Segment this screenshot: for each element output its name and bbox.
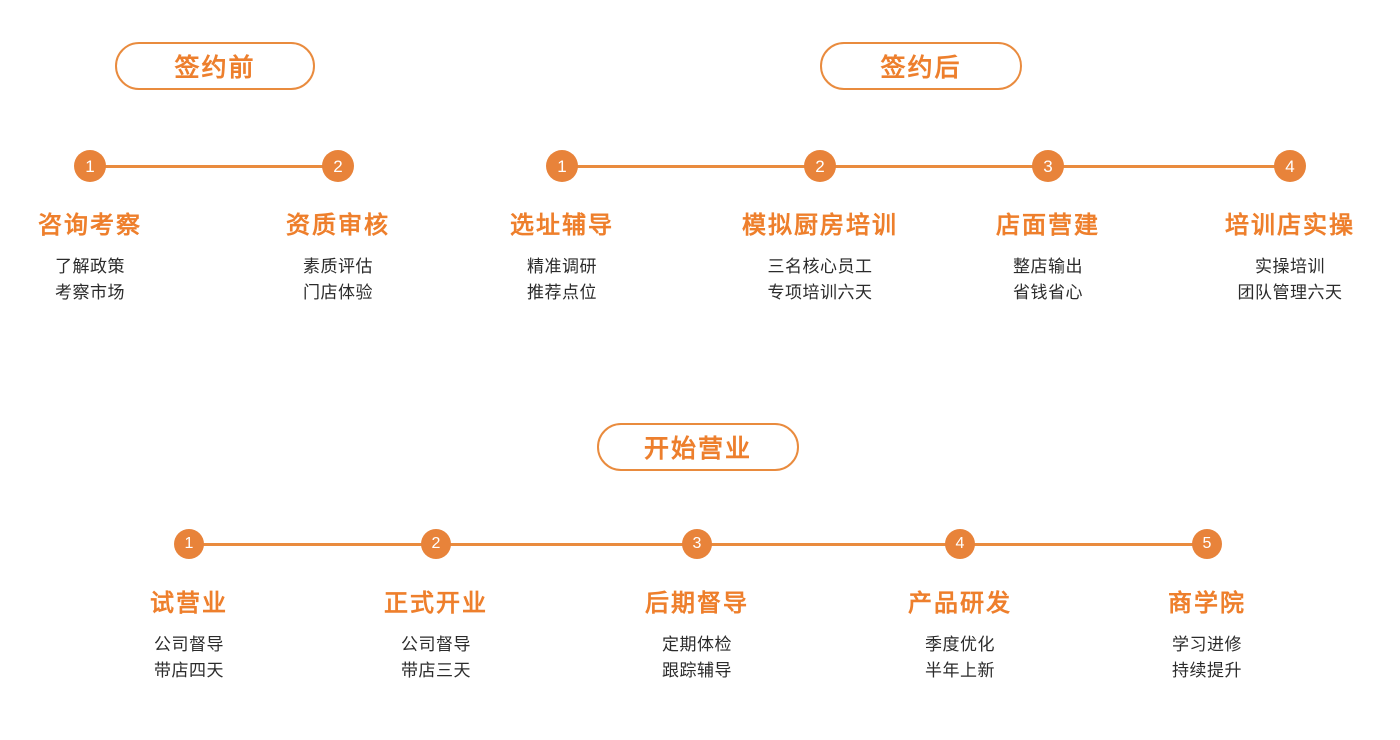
timeline-row-bottom: 1 2 3 4 5 试营业 公司督导 带店四天 正式开业 公司督导 带店三天 后… [0,518,1400,718]
step-description-line: 跟踪辅导 [662,661,732,681]
step-description-line: 素质评估 [303,256,373,276]
step-node-pre-1[interactable]: 1 [74,150,106,182]
step-description: 了解政策 考察市场 [38,254,142,307]
step-description-line: 门店体验 [303,283,373,303]
step-description-line: 团队管理六天 [1237,283,1343,303]
step-open-2: 正式开业 公司督导 带店三天 [384,590,488,684]
step-pre-2: 资质审核 素质评估 门店体验 [286,212,390,306]
step-description-line: 省钱省心 [1013,283,1083,303]
step-post-3: 店面营建 整店输出 省钱省心 [996,212,1100,306]
step-description-line: 精准调研 [527,256,597,276]
step-description: 精准调研 推荐点位 [510,254,614,307]
section-badge-open-business: 开始营业 [597,423,799,471]
step-node-open-2[interactable]: 2 [421,529,451,559]
step-title: 培训店实操 [1225,212,1355,239]
step-description-line: 持续提升 [1172,661,1242,681]
step-open-4: 产品研发 季度优化 半年上新 [908,590,1012,684]
step-node-pre-2[interactable]: 2 [322,150,354,182]
step-open-5: 商学院 学习进修 持续提升 [1168,590,1246,684]
step-post-2: 模拟厨房培训 三名核心员工 专项培训六天 [742,212,898,306]
step-title: 产品研发 [908,590,1012,617]
step-node-open-3[interactable]: 3 [682,529,712,559]
step-description-line: 专项培训六天 [767,283,873,303]
connector-line-post-1-4 [562,165,1290,168]
step-description: 素质评估 门店体验 [286,254,390,307]
step-open-1: 试营业 公司督导 带店四天 [150,590,228,684]
step-title: 模拟厨房培训 [742,212,898,239]
step-post-4: 培训店实操 实操培训 团队管理六天 [1225,212,1355,306]
step-node-open-5[interactable]: 5 [1192,529,1222,559]
step-title: 试营业 [150,590,228,617]
step-description-line: 三名核心员工 [767,256,873,276]
connector-line-pre-1-2 [90,165,338,168]
step-description: 公司督导 带店四天 [150,632,228,685]
step-description-line: 推荐点位 [527,283,597,303]
step-description: 实操培训 团队管理六天 [1225,254,1355,307]
step-node-post-3[interactable]: 3 [1032,150,1064,182]
step-description-line: 学习进修 [1172,634,1242,654]
step-description-line: 考察市场 [55,283,125,303]
step-description: 季度优化 半年上新 [908,632,1012,685]
step-node-post-2[interactable]: 2 [804,150,836,182]
timeline-row-top: 1 2 1 2 3 4 咨询考察 了解政策 考察市场 资质审核 素质评估 门店体… [0,140,1400,340]
step-title: 店面营建 [996,212,1100,239]
step-title: 正式开业 [384,590,488,617]
step-description-line: 整店输出 [1013,256,1083,276]
step-description-line: 了解政策 [55,256,125,276]
step-node-post-4[interactable]: 4 [1274,150,1306,182]
step-description: 公司督导 带店三天 [384,632,488,685]
step-description-line: 带店三天 [401,661,471,681]
step-title: 资质审核 [286,212,390,239]
step-description-line: 半年上新 [925,661,995,681]
step-description-line: 带店四天 [154,661,224,681]
step-description: 学习进修 持续提升 [1168,632,1246,685]
step-description: 整店输出 省钱省心 [996,254,1100,307]
step-description-line: 实操培训 [1255,256,1325,276]
step-node-open-1[interactable]: 1 [174,529,204,559]
step-title: 后期督导 [645,590,749,617]
step-node-post-1[interactable]: 1 [546,150,578,182]
step-node-open-4[interactable]: 4 [945,529,975,559]
step-description: 定期体检 跟踪辅导 [645,632,749,685]
step-post-1: 选址辅导 精准调研 推荐点位 [510,212,614,306]
step-description: 三名核心员工 专项培训六天 [742,254,898,307]
section-badge-post-signing: 签约后 [820,42,1022,90]
step-description-line: 公司督导 [401,634,471,654]
step-description-line: 季度优化 [925,634,995,654]
step-description-line: 公司督导 [154,634,224,654]
step-pre-1: 咨询考察 了解政策 考察市场 [38,212,142,306]
section-badge-pre-signing: 签约前 [115,42,315,90]
step-title: 咨询考察 [38,212,142,239]
step-open-3: 后期督导 定期体检 跟踪辅导 [645,590,749,684]
step-description-line: 定期体检 [662,634,732,654]
step-title: 选址辅导 [510,212,614,239]
step-title: 商学院 [1168,590,1246,617]
